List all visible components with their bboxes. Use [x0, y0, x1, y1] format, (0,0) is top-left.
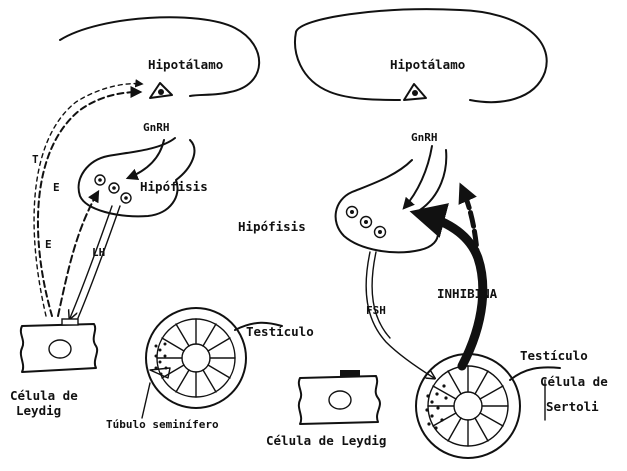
right-gnrh-label: GnRH [411, 131, 438, 144]
right-panel: Hipotálamo GnRH Hipófisis FSH INHIBINA C… [238, 9, 608, 458]
left-leydig-label-line2: Leydig [16, 403, 61, 418]
right-hypothalamus-neuron [404, 84, 426, 100]
right-hypothalamus-label: Hipotálamo [390, 57, 465, 72]
right-leydig-cell [299, 370, 380, 424]
left-tubule-label: Túbulo seminífero [106, 418, 219, 431]
right-pituitary-outline [336, 150, 447, 252]
left-leydig-label-line1: Célula de [10, 388, 78, 403]
left-feedback-hypothalamus-arrow [38, 92, 140, 316]
right-leydig-label: Célula de Leydig [266, 433, 386, 448]
left-testis-label: Testículo [246, 324, 314, 339]
right-sertoli-label-line1: Célula de [540, 374, 608, 389]
left-pituitary-cells [95, 175, 131, 203]
right-inhibin-arrow-hypothalamus [462, 188, 478, 264]
left-feedback-e-label-2: E [45, 238, 52, 251]
left-pituitary-label: Hipófisis [140, 179, 208, 194]
right-brain-outline [296, 9, 547, 102]
left-testis-tubule [146, 308, 282, 408]
left-lh-label: LH [92, 246, 105, 259]
right-fsh-label: FSH [366, 304, 386, 317]
left-leydig-cell [21, 319, 97, 372]
left-gnrh-label: GnRH [143, 121, 170, 134]
right-pituitary-cells [347, 207, 386, 238]
left-feedback-t-label: T [32, 153, 39, 166]
left-lh-arrow [70, 206, 112, 318]
left-hypothalamus-neuron [150, 83, 172, 98]
left-feedback-e-label-1: E [53, 181, 60, 194]
right-sertoli-label-line2: Sertoli [546, 399, 599, 414]
right-testis-sertoli [416, 354, 560, 458]
right-gnrh-arrow [404, 146, 432, 208]
left-hypothalamus-label: Hipotálamo [148, 57, 223, 72]
right-inhibin-label: INHIBINA [437, 286, 498, 301]
right-pituitary-label: Hipófisis [238, 219, 306, 234]
right-testis-label: Testículo [520, 348, 588, 363]
